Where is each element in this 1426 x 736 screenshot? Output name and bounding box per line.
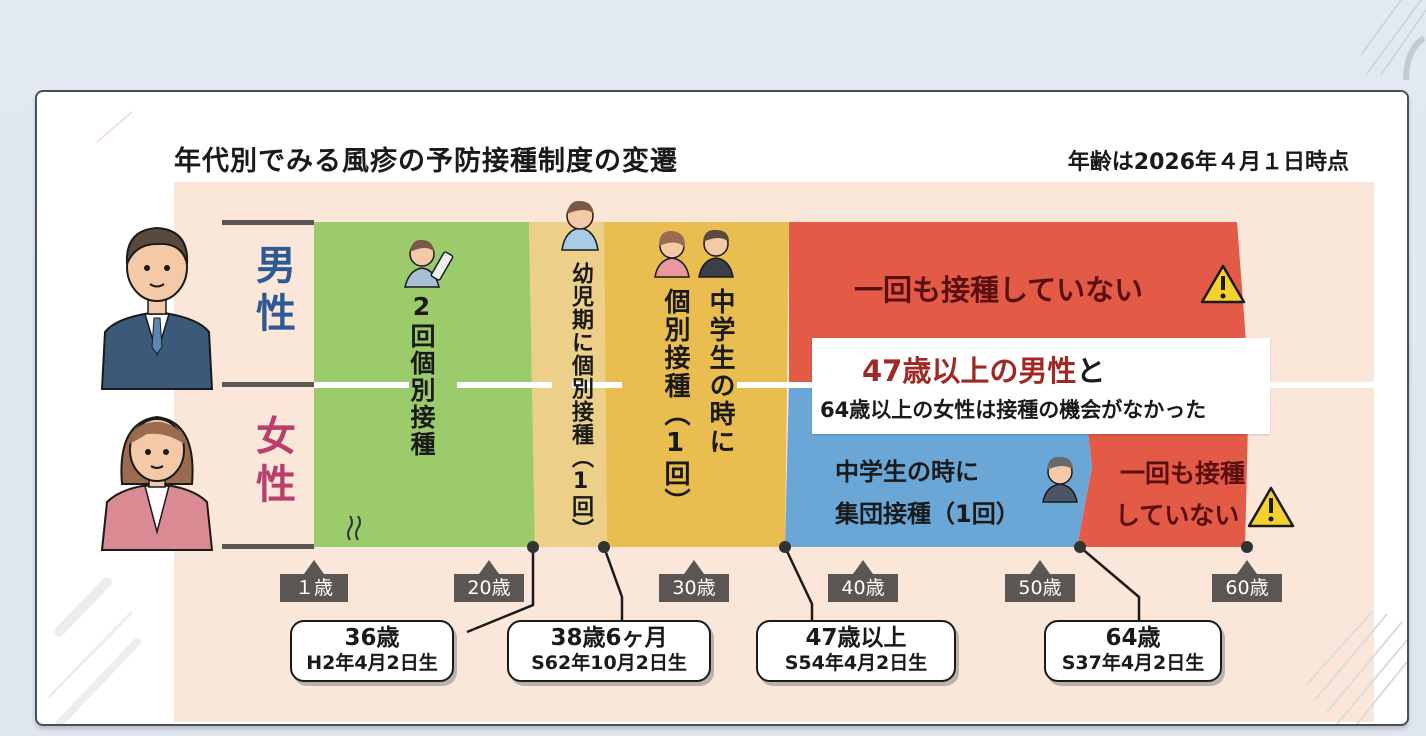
band-label-two-doses: 2回個別接種	[407, 292, 436, 458]
callout-38-6: 38歳6ヶ月 S62年10月2日生	[507, 620, 711, 682]
age-tick-50: 50歳	[1005, 560, 1075, 602]
age-tick-1: １歳	[280, 560, 348, 602]
callout-64: 64歳 S37年4月2日生	[1044, 620, 1222, 682]
male-label: 男性	[249, 244, 295, 340]
age-tick-60: 60歳	[1212, 560, 1282, 602]
callout-age: 36歳	[344, 625, 400, 651]
student-boy-icon	[1042, 456, 1078, 503]
band-label-female-unvaccinated-line1: 一回も接種	[1120, 459, 1246, 488]
warning-icon	[1200, 264, 1246, 304]
band-label-female-unvaccinated-line2: していない	[1115, 501, 1240, 530]
alert-box: 47歳以上の男性と 64歳以上の女性は接種の機会がなかった	[812, 338, 1270, 434]
age-tick-20: 20歳	[454, 560, 524, 602]
band-label-junior-high-line1: 中学生の時に	[705, 288, 735, 456]
alert-headline: 47歳以上の男性と	[862, 348, 1105, 390]
band-label-female-group-line2: 集団接種（1回）	[835, 500, 1020, 528]
female-label: 女性	[249, 415, 295, 511]
alert-suffix: と	[1076, 354, 1106, 388]
alert-detail: 64歳以上の女性は接種の機会がなかった	[820, 398, 1207, 422]
age-tick-30: 30歳	[659, 560, 729, 602]
callout-age: 64歳	[1105, 625, 1161, 651]
background-decoration	[1360, 0, 1426, 81]
callout-47: 47歳以上 S54年4月2日生	[756, 620, 956, 682]
as-of-date: 年齢は2026年４月１日時点	[1067, 150, 1349, 175]
callout-age: 47歳以上	[805, 625, 907, 651]
callout-birth: H2年4月2日生	[306, 652, 438, 674]
band-label-infant-single: 幼児期に個別接種（1回）	[568, 262, 593, 541]
callout-birth: S37年4月2日生	[1061, 652, 1205, 674]
callout-birth: S54年4月2日生	[784, 652, 928, 674]
students-icon	[654, 229, 734, 278]
callout-36: 36歳 H2年4月2日生	[290, 620, 454, 682]
age-tick-40: 40歳	[828, 560, 898, 602]
male-avatar	[100, 226, 214, 390]
child-syringe-icon	[404, 239, 454, 288]
alert-highlight: 47歳以上の男性	[862, 354, 1077, 388]
callout-age: 38歳6ヶ月	[550, 625, 668, 651]
warning-icon	[1247, 486, 1295, 528]
female-avatar	[100, 415, 214, 551]
infographic-card: 年代別でみる風疹の予防接種制度の変遷 年齢は2026年４月１日時点	[35, 90, 1409, 726]
page-title: 年代別でみる風疹の予防接種制度の変遷	[174, 146, 678, 177]
band-label-female-group-line1: 中学生の時に	[835, 458, 979, 486]
band-label-male-unvaccinated: 一回も接種していない	[854, 273, 1144, 307]
row-dividers	[222, 220, 314, 549]
toddler-icon	[561, 200, 599, 251]
band-label-junior-high-line2: 個別接種（1回）	[660, 288, 690, 516]
callout-birth: S62年10月2日生	[531, 652, 687, 674]
